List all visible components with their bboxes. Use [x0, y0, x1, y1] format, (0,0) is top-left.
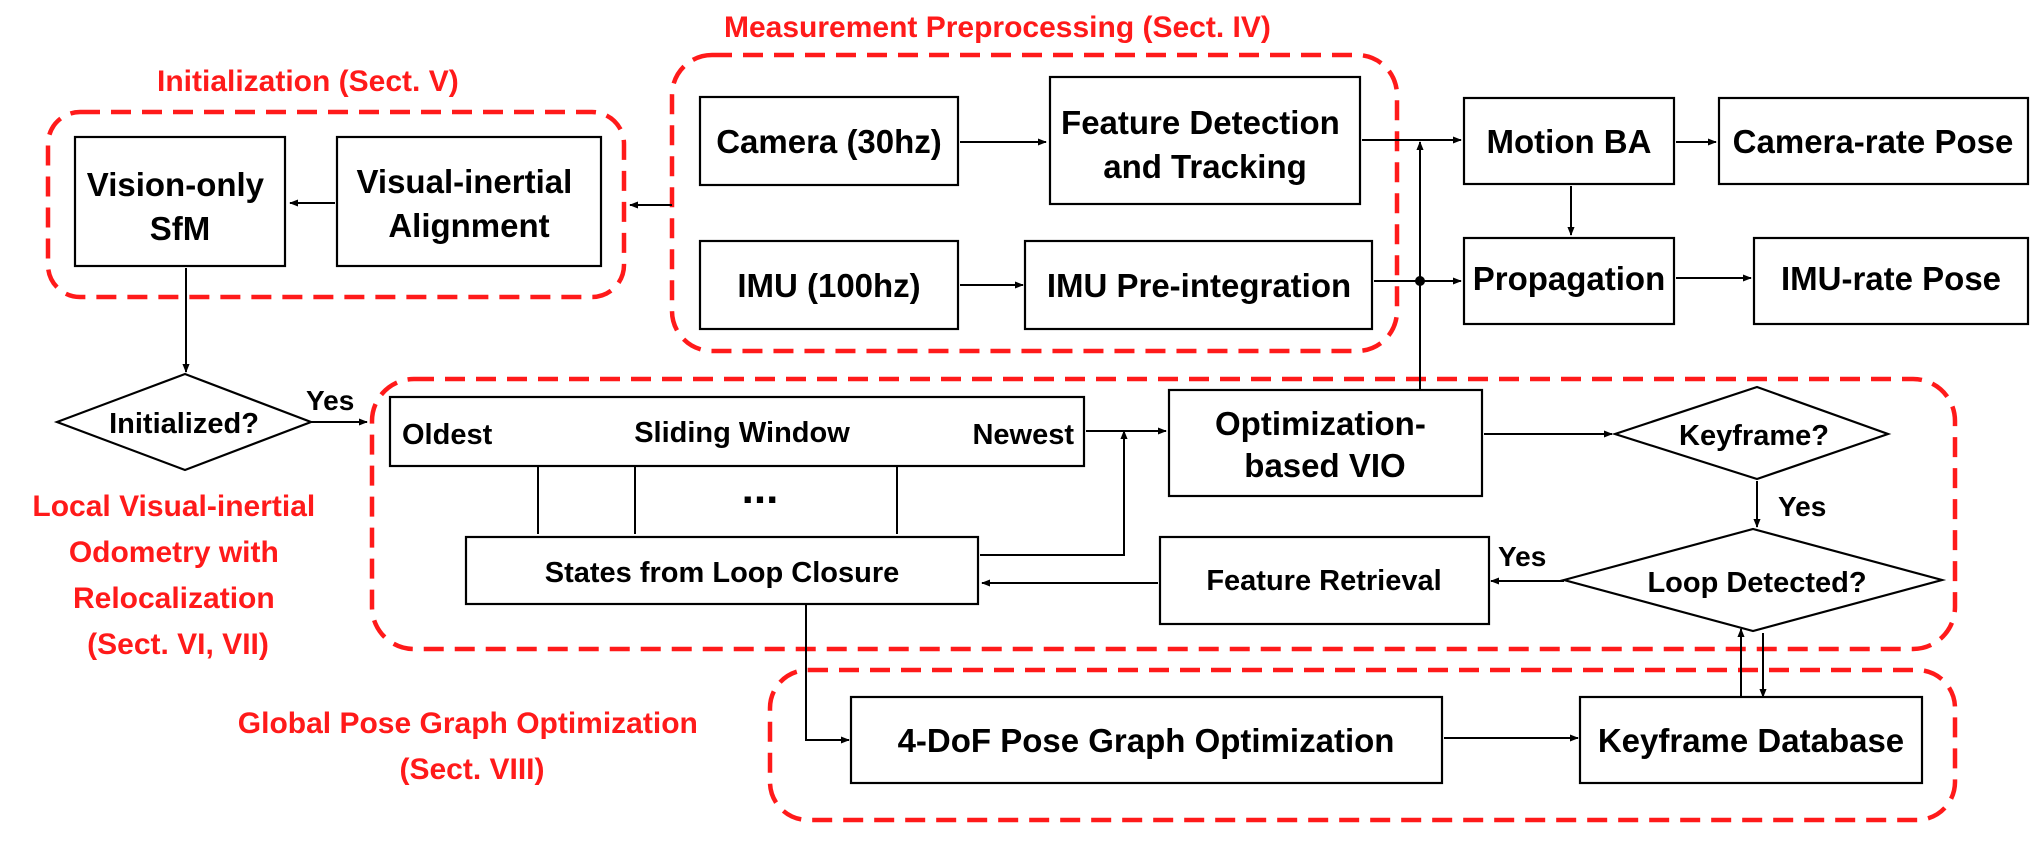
local-vio-line-3: Relocalization — [73, 582, 275, 615]
edges — [182, 136, 1767, 744]
imu-box — [698, 239, 960, 331]
optimization-vio-box — [1167, 388, 1484, 498]
local-vio-line-4: (Sect. VI, VII) — [87, 628, 269, 661]
local-vio-line-1: Local Visual-inertial — [32, 490, 315, 523]
loop-detected-label: Loop Detected? — [1647, 567, 1866, 599]
group-label-global-pose: Global Pose Graph Optimization (Sect. VI… — [238, 707, 706, 786]
motion-ba-label: Motion BA — [1487, 123, 1652, 160]
loop-detected-diamond — [1559, 527, 1947, 633]
states-loop-closure-label: States from Loop Closure — [545, 557, 900, 589]
edge-label-init-yes: Yes — [306, 385, 354, 416]
feature-detection-line-2: and Tracking — [1103, 148, 1307, 185]
feature-retrieval-label: Feature Retrieval — [1206, 565, 1441, 597]
sfm-line-2: SfM — [150, 210, 211, 247]
sliding-window-title: Sliding Window — [634, 417, 850, 449]
propagation-label: Propagation — [1473, 260, 1666, 297]
sliding-window-ellipsis: ... — [742, 464, 779, 513]
alignment-line-1: Visual-inertial — [357, 163, 573, 200]
visual-inertial-alignment-label: Visual-inertial Alignment — [357, 163, 582, 244]
pose-graph-opt-box — [849, 695, 1444, 785]
group-label-measurement: Measurement Preprocessing (Sect. IV) — [724, 11, 1271, 44]
imu-rate-pose-box — [1752, 236, 2030, 326]
feature-retrieval-box — [1158, 535, 1491, 626]
keyframe-database-label: Keyframe Database — [1598, 722, 1904, 759]
sliding-window-newest: Newest — [972, 419, 1074, 451]
edge-label-loop-yes: Yes — [1498, 541, 1546, 572]
keyframe-label: Keyframe? — [1679, 420, 1829, 452]
group-measurement-preprocessing — [669, 52, 1400, 354]
group-label-local-vio: Local Visual-inertial Odometry with Relo… — [32, 490, 323, 661]
visual-inertial-alignment-box — [335, 135, 603, 268]
sfm-line-1: Vision-only — [87, 166, 265, 203]
global-pose-line-1: Global Pose Graph Optimization — [238, 707, 698, 740]
camera-label: Camera (30hz) — [716, 123, 942, 160]
edge-states-to-window — [980, 430, 1128, 556]
imu-preintegration-box — [1023, 239, 1374, 331]
motion-ba-box — [1462, 96, 1676, 186]
initialized-diamond — [53, 372, 315, 472]
states-loop-closure-box — [464, 535, 980, 606]
group-label-initialization: Initialization (Sect. V) — [157, 65, 459, 98]
imu-rate-pose-label: IMU-rate Pose — [1781, 260, 2001, 297]
vision-only-sfm-box — [73, 135, 287, 268]
pose-graph-opt-label: 4-DoF Pose Graph Optimization — [898, 722, 1395, 759]
feature-detection-line-1: Feature Detection — [1061, 104, 1340, 141]
global-pose-line-2: (Sect. VIII) — [399, 753, 544, 786]
vio-line-2: based VIO — [1244, 447, 1405, 484]
propagation-box — [1462, 236, 1676, 326]
local-vio-line-2: Odometry with — [69, 536, 279, 569]
vision-only-sfm-label: Vision-only SfM — [87, 166, 273, 247]
camera-box — [698, 95, 960, 187]
imu-preintegration-label: IMU Pre-integration — [1047, 267, 1351, 304]
feature-detection-label: Feature Detection and Tracking — [1061, 104, 1349, 185]
imu-label: IMU (100hz) — [737, 267, 920, 304]
feature-detection-box — [1048, 75, 1362, 206]
sliding-window-box — [388, 395, 1086, 468]
sliding-window-oldest: Oldest — [402, 419, 493, 451]
group-initialization — [45, 109, 627, 300]
group-local-vio — [369, 376, 1958, 652]
alignment-line-2: Alignment — [388, 207, 549, 244]
edge-label-keyframe-yes: Yes — [1778, 491, 1826, 522]
camera-rate-pose-box — [1717, 96, 2030, 186]
keyframe-database-box — [1578, 695, 1924, 785]
initialized-label: Initialized? — [109, 408, 259, 440]
optimization-vio-label: Optimization- based VIO — [1215, 405, 1435, 484]
vio-line-1: Optimization- — [1215, 405, 1426, 442]
camera-rate-pose-label: Camera-rate Pose — [1733, 123, 2014, 160]
edge-states-to-posegraph — [805, 605, 850, 744]
keyframe-diamond — [1611, 385, 1892, 481]
